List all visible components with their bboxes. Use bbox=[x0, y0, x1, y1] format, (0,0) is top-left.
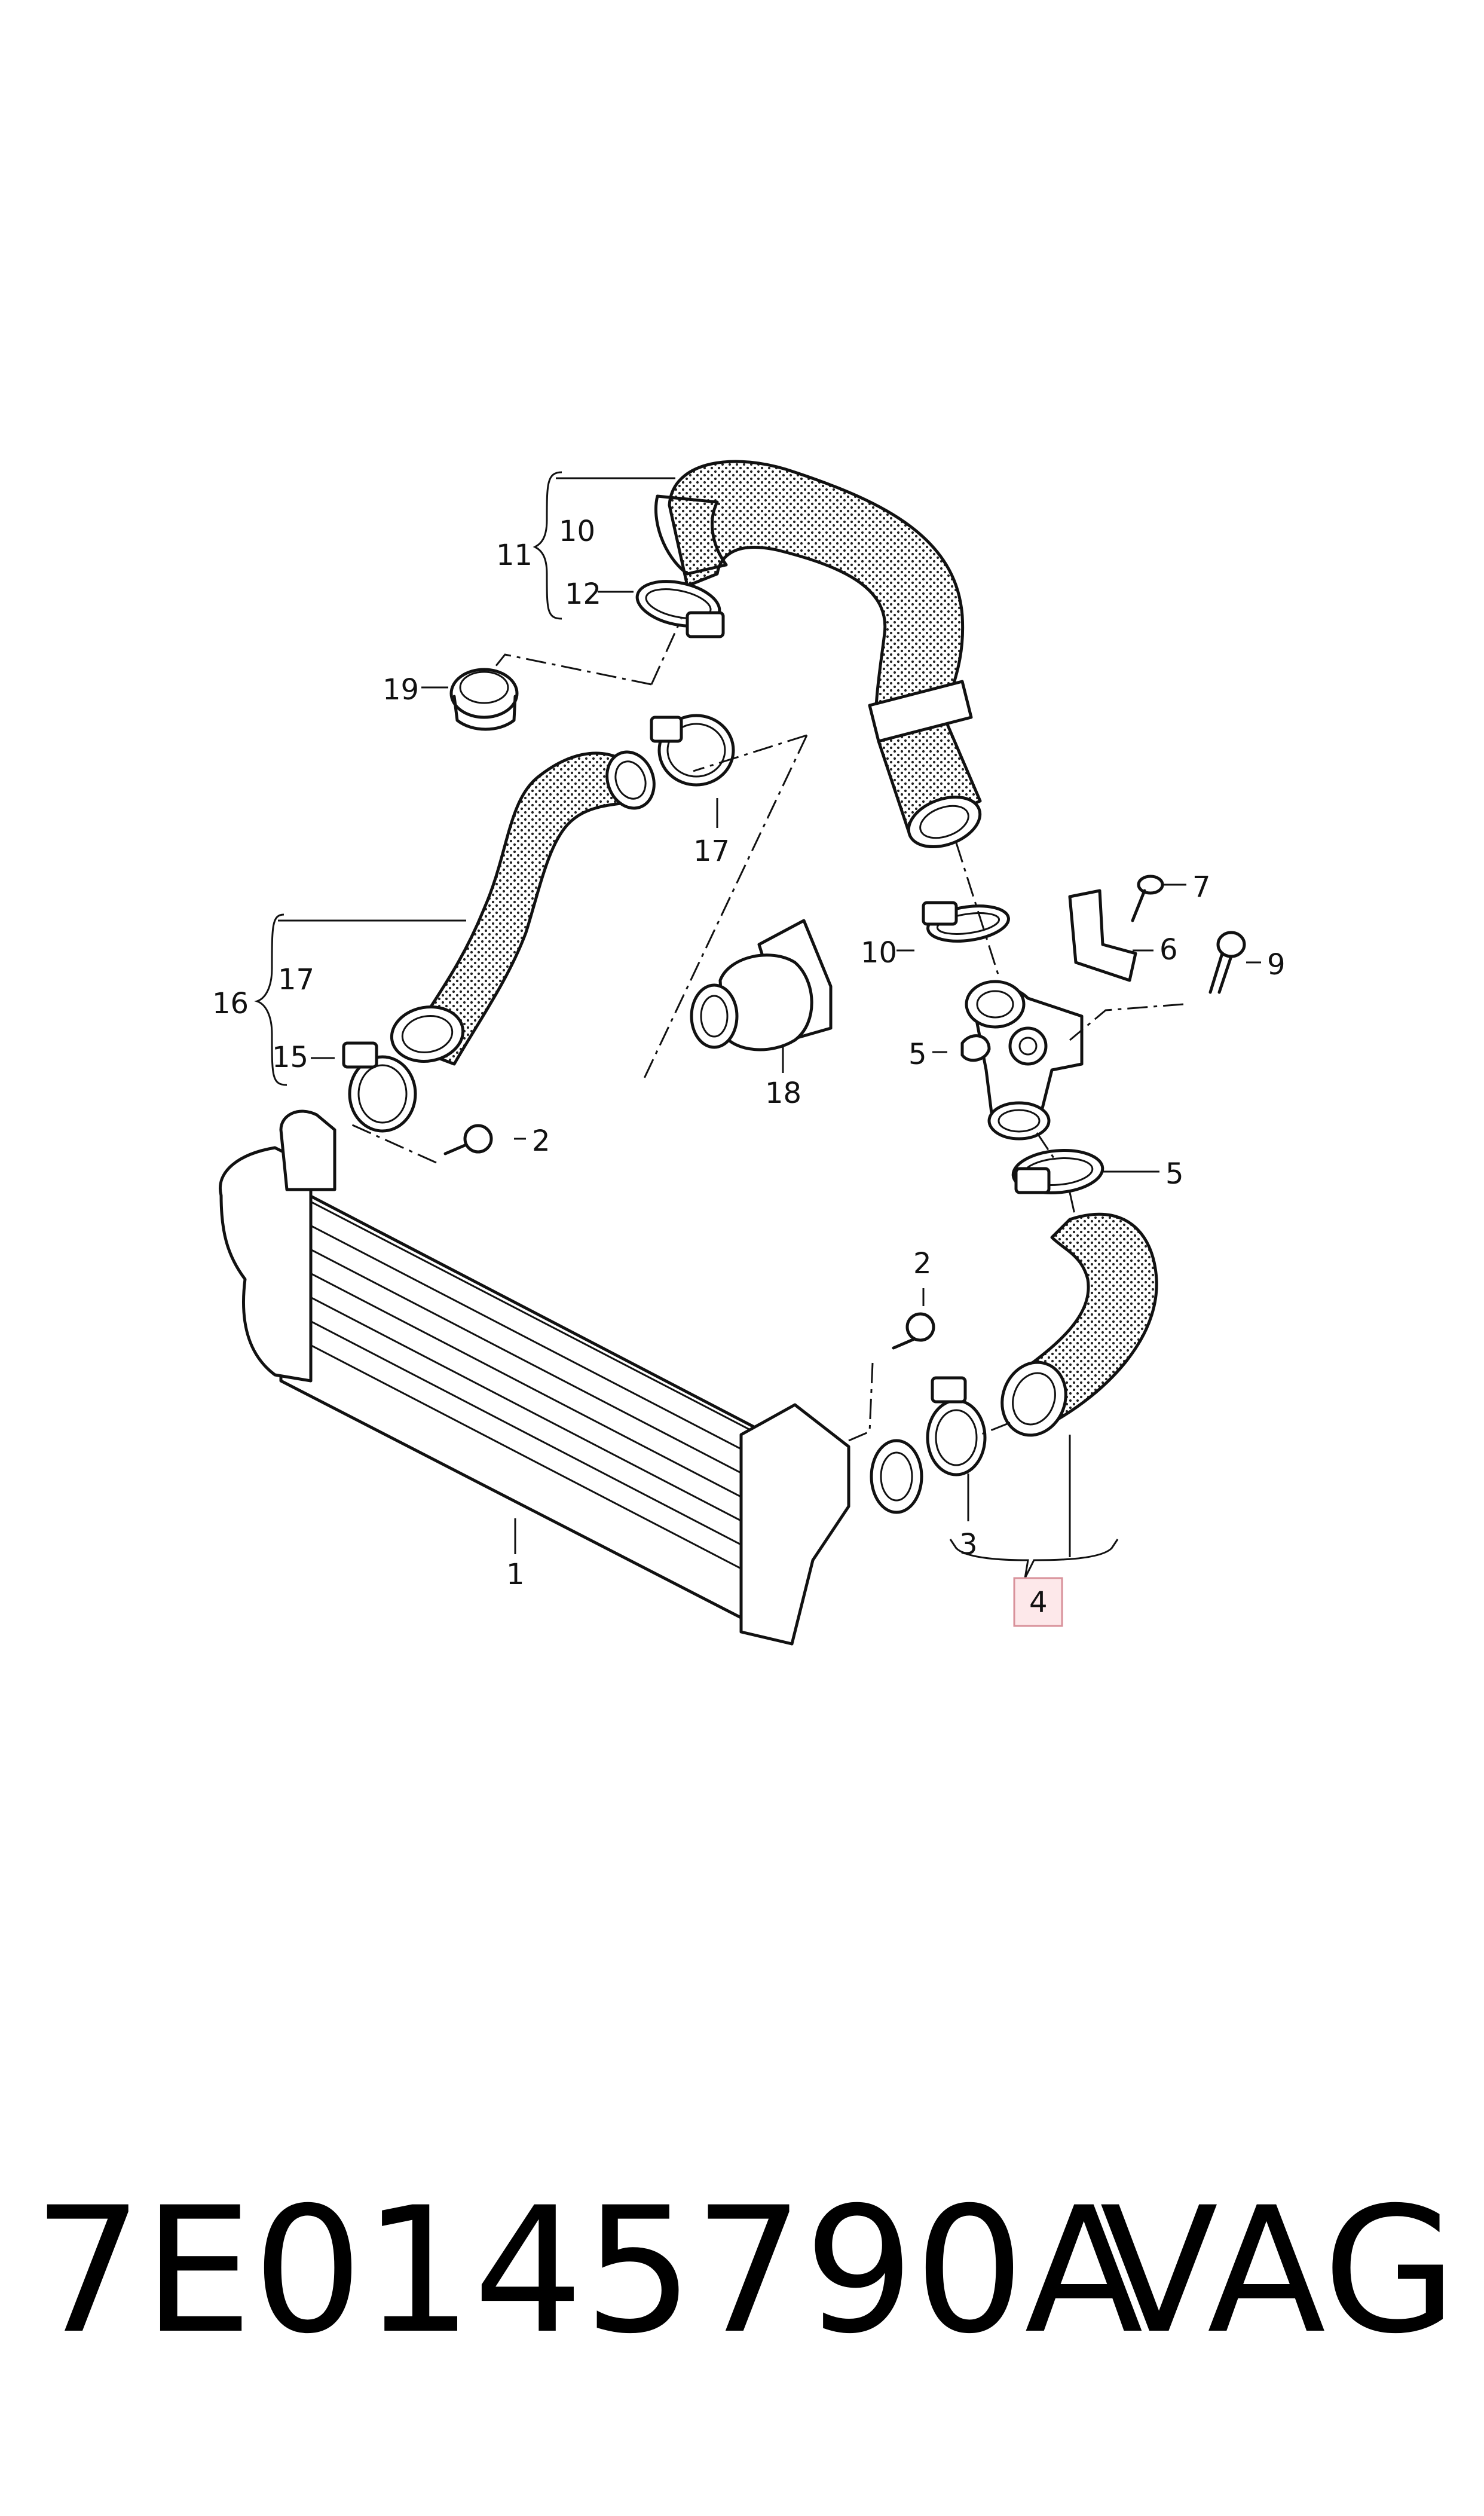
part-number: 7E0145790A bbox=[33, 2170, 1143, 2372]
callout-2b: 2 bbox=[913, 1247, 932, 1280]
screw-2b bbox=[892, 1312, 935, 1350]
hose-clamp-15 bbox=[342, 1041, 417, 1133]
clip-6 bbox=[960, 1034, 991, 1062]
callout-11: 11 bbox=[496, 539, 533, 572]
bolt-8 bbox=[1131, 875, 1164, 922]
charge-air-pipe-4 bbox=[1000, 1212, 1158, 1437]
callout-6: 5 bbox=[908, 1038, 927, 1071]
upper-charge-air-hose bbox=[654, 460, 982, 849]
highlight-box-4 bbox=[1013, 1577, 1063, 1627]
pressure-valve-18 bbox=[690, 919, 833, 1073]
hose-clamp-17 bbox=[650, 714, 735, 787]
callout-17a: 17 bbox=[693, 834, 730, 868]
left-charge-air-hose bbox=[390, 750, 656, 1066]
callout-4: 4 bbox=[1029, 1586, 1048, 1619]
hose-clamp-5 bbox=[1011, 1149, 1104, 1194]
brand-name: VAG bbox=[1100, 2170, 1457, 2372]
callout-8: 7 bbox=[1192, 870, 1211, 904]
hose-clamp-10b bbox=[922, 901, 1010, 943]
callout-2a: 2 bbox=[532, 1124, 550, 1158]
screw-2a bbox=[443, 1124, 493, 1155]
part-footer: 7E0145790A VAG bbox=[0, 2176, 1484, 2367]
rivet-9 bbox=[1208, 931, 1246, 994]
callout-17b: 17 bbox=[278, 963, 314, 996]
callout-3: 3 bbox=[959, 1528, 978, 1561]
sensor-7 bbox=[1068, 889, 1137, 982]
throttle-housing bbox=[965, 980, 1084, 1141]
callout-16: 16 bbox=[212, 987, 249, 1020]
callout-10b: 10 bbox=[861, 936, 897, 970]
plug-19 bbox=[449, 668, 519, 731]
callout-10a: 10 bbox=[559, 515, 595, 548]
callout-19: 19 bbox=[383, 673, 419, 707]
parts-diagram: 10 11 12 19 17 17 16 15 18 7 10 6 9 5 2 … bbox=[212, 460, 1286, 1646]
callout-15: 15 bbox=[272, 1041, 308, 1074]
hose-clamp-12 bbox=[635, 580, 725, 638]
hose-clamp-3 bbox=[926, 1376, 987, 1476]
callout-12: 12 bbox=[565, 577, 601, 611]
callout-9: 9 bbox=[1267, 948, 1286, 982]
callout-7: 6 bbox=[1159, 933, 1178, 967]
callout-18: 18 bbox=[765, 1077, 801, 1110]
intercooler-1 bbox=[219, 1109, 923, 1646]
callout-1: 1 bbox=[506, 1558, 525, 1591]
callout-5: 5 bbox=[1165, 1157, 1184, 1191]
